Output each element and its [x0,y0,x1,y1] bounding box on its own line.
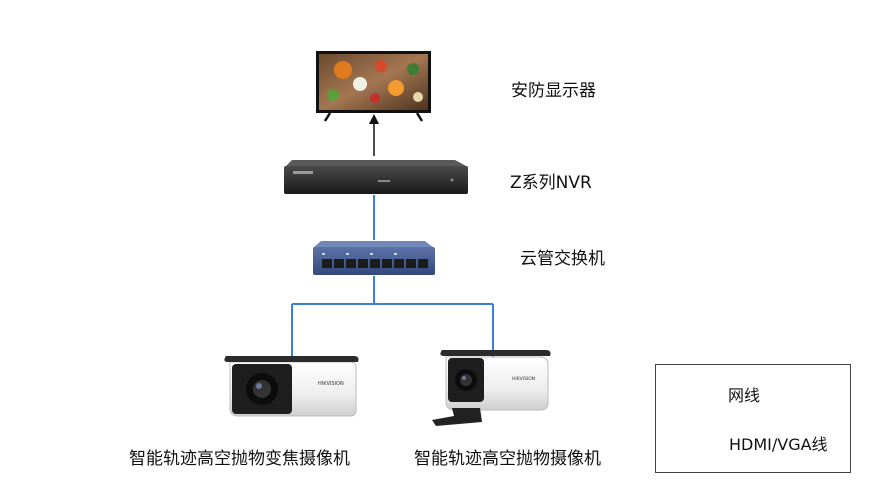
monitor-label: 安防显示器 [511,81,596,101]
camera-zoom-brand: HIKVISION [318,381,344,387]
legend-video-label: HDMI/VGA线 [729,435,828,454]
network-cables [291,195,494,362]
camera-fixed-image: HIKVISION [432,350,551,426]
video-cable-arrow [369,114,379,156]
nvr-image [284,160,468,194]
camera-fixed-label: 智能轨迹高空抛物摄像机 [414,449,601,469]
switch-label: 云管交换机 [520,249,605,269]
camera-zoom-label: 智能轨迹高空抛物变焦摄像机 [129,449,350,469]
monitor-image [316,51,431,122]
nvr-label: Z系列NVR [510,173,592,193]
switch-image [313,241,435,275]
legend: 网线 HDMI/VGA线 [655,364,851,473]
legend-network-label: 网线 [728,386,761,405]
camera-zoom-image: HIKVISION [224,356,359,417]
camera-fixed-brand: HIKVISION [512,376,535,382]
